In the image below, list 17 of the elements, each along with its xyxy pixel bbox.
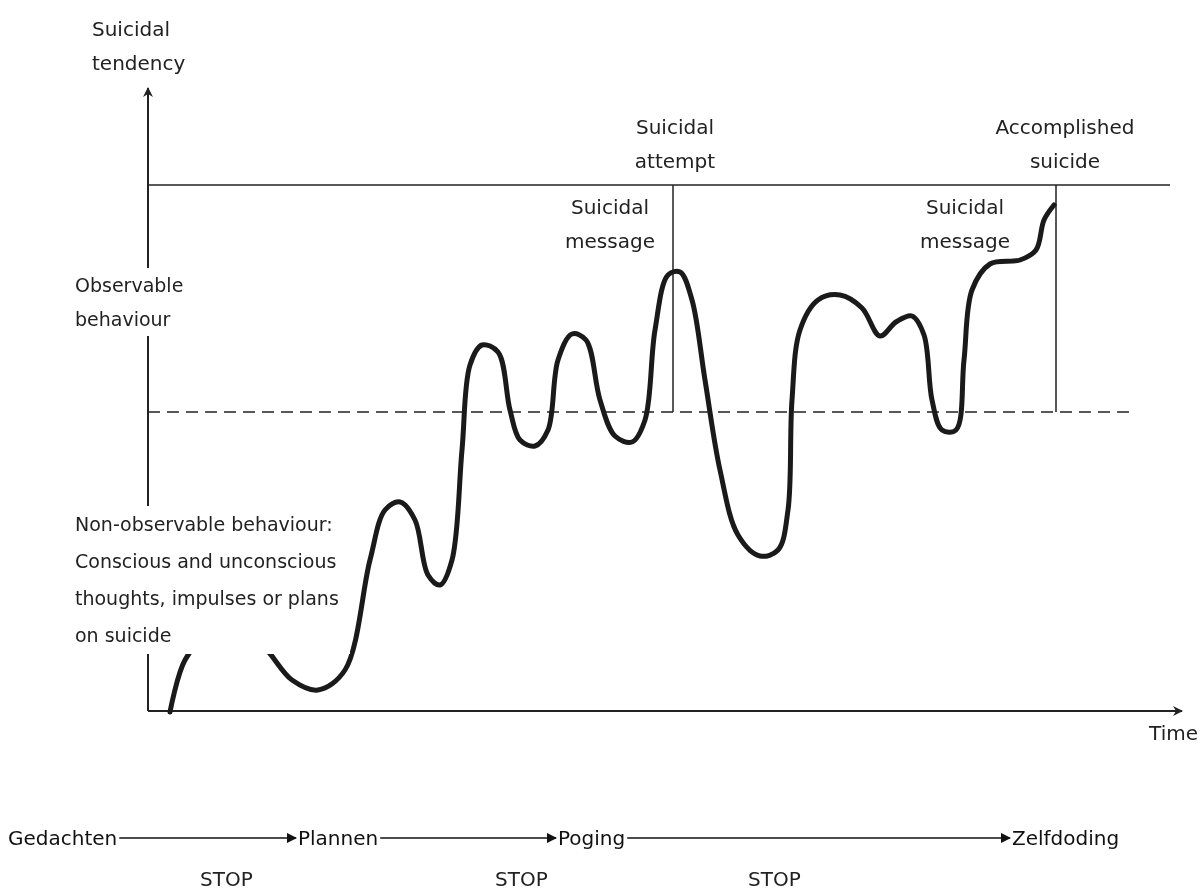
axis-label: Time <box>1148 720 1198 747</box>
annotation-label: STOP <box>495 866 549 893</box>
arrow <box>626 832 1012 844</box>
stage-label: Gedachten <box>8 825 118 851</box>
annotation-label: Suicidal attempt <box>633 114 717 175</box>
annotation-label: Accomplished suicide <box>994 114 1136 175</box>
arrow <box>379 832 558 844</box>
annotation-label: STOP <box>748 866 802 893</box>
annotation-label: STOP <box>200 866 254 893</box>
annotation-label: Non-observable behaviour: Conscious and unconscious thoughts, impulses or plans on suicide <box>75 506 350 654</box>
stage-label: Zelfdoding <box>1012 825 1120 851</box>
stage-label: Plannen <box>298 825 379 851</box>
annotation-label: Suicidal message <box>564 194 656 255</box>
axis-label: Suicidal tendency <box>92 16 187 77</box>
stage-label: Poging <box>558 825 626 851</box>
arrow <box>118 832 298 844</box>
annotation-label: Suicidal message <box>919 194 1011 255</box>
